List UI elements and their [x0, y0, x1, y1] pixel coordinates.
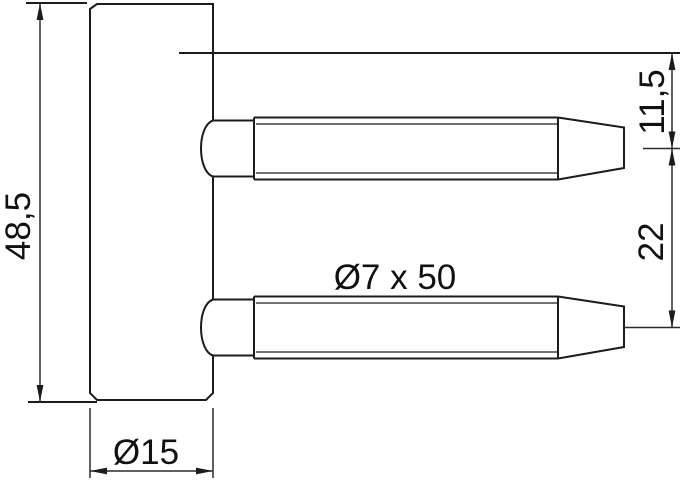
upper-pin-tip-cone [557, 116, 625, 181]
lower-pin-tip-cone [557, 295, 625, 360]
arrowhead-up [36, 3, 44, 20]
arrowhead-down [668, 310, 676, 328]
upper-pin-thread-lines [256, 123, 558, 174]
arrowhead-down [668, 131, 676, 149]
hinge-body-group [89, 3, 214, 401]
lower-pin-collar [213, 296, 255, 359]
dimension-label-body-height: 48,5 [0, 192, 38, 260]
dimension-label-pin-top-offset: 11,5 [633, 69, 672, 135]
arrowhead-left [90, 467, 107, 475]
dimension-label-pin-size: Ø7 x 50 [334, 258, 457, 297]
hinge-body-outline [89, 3, 214, 401]
lower-pin-group [213, 295, 625, 360]
lower-pin-thread-lines [256, 302, 558, 353]
upper-pin-shaft [254, 116, 559, 181]
upper-pin-collar [213, 117, 255, 180]
upper-pin-group [213, 116, 625, 181]
dimension-label-pin-spacing: 22 [632, 223, 671, 262]
dimension-pin-positions: 11,5 22 [624, 53, 680, 329]
lower-pin-shaft [254, 295, 559, 360]
dimension-label-body-diameter: Ø15 [113, 433, 179, 472]
arrowhead-down [36, 385, 44, 402]
dimension-body-height: 48,5 [0, 2, 97, 403]
dimension-body-diameter: Ø15 [89, 408, 214, 478]
arrowhead-up [668, 53, 676, 70]
arrowhead-right [196, 467, 213, 475]
arrowhead-up [668, 148, 676, 166]
